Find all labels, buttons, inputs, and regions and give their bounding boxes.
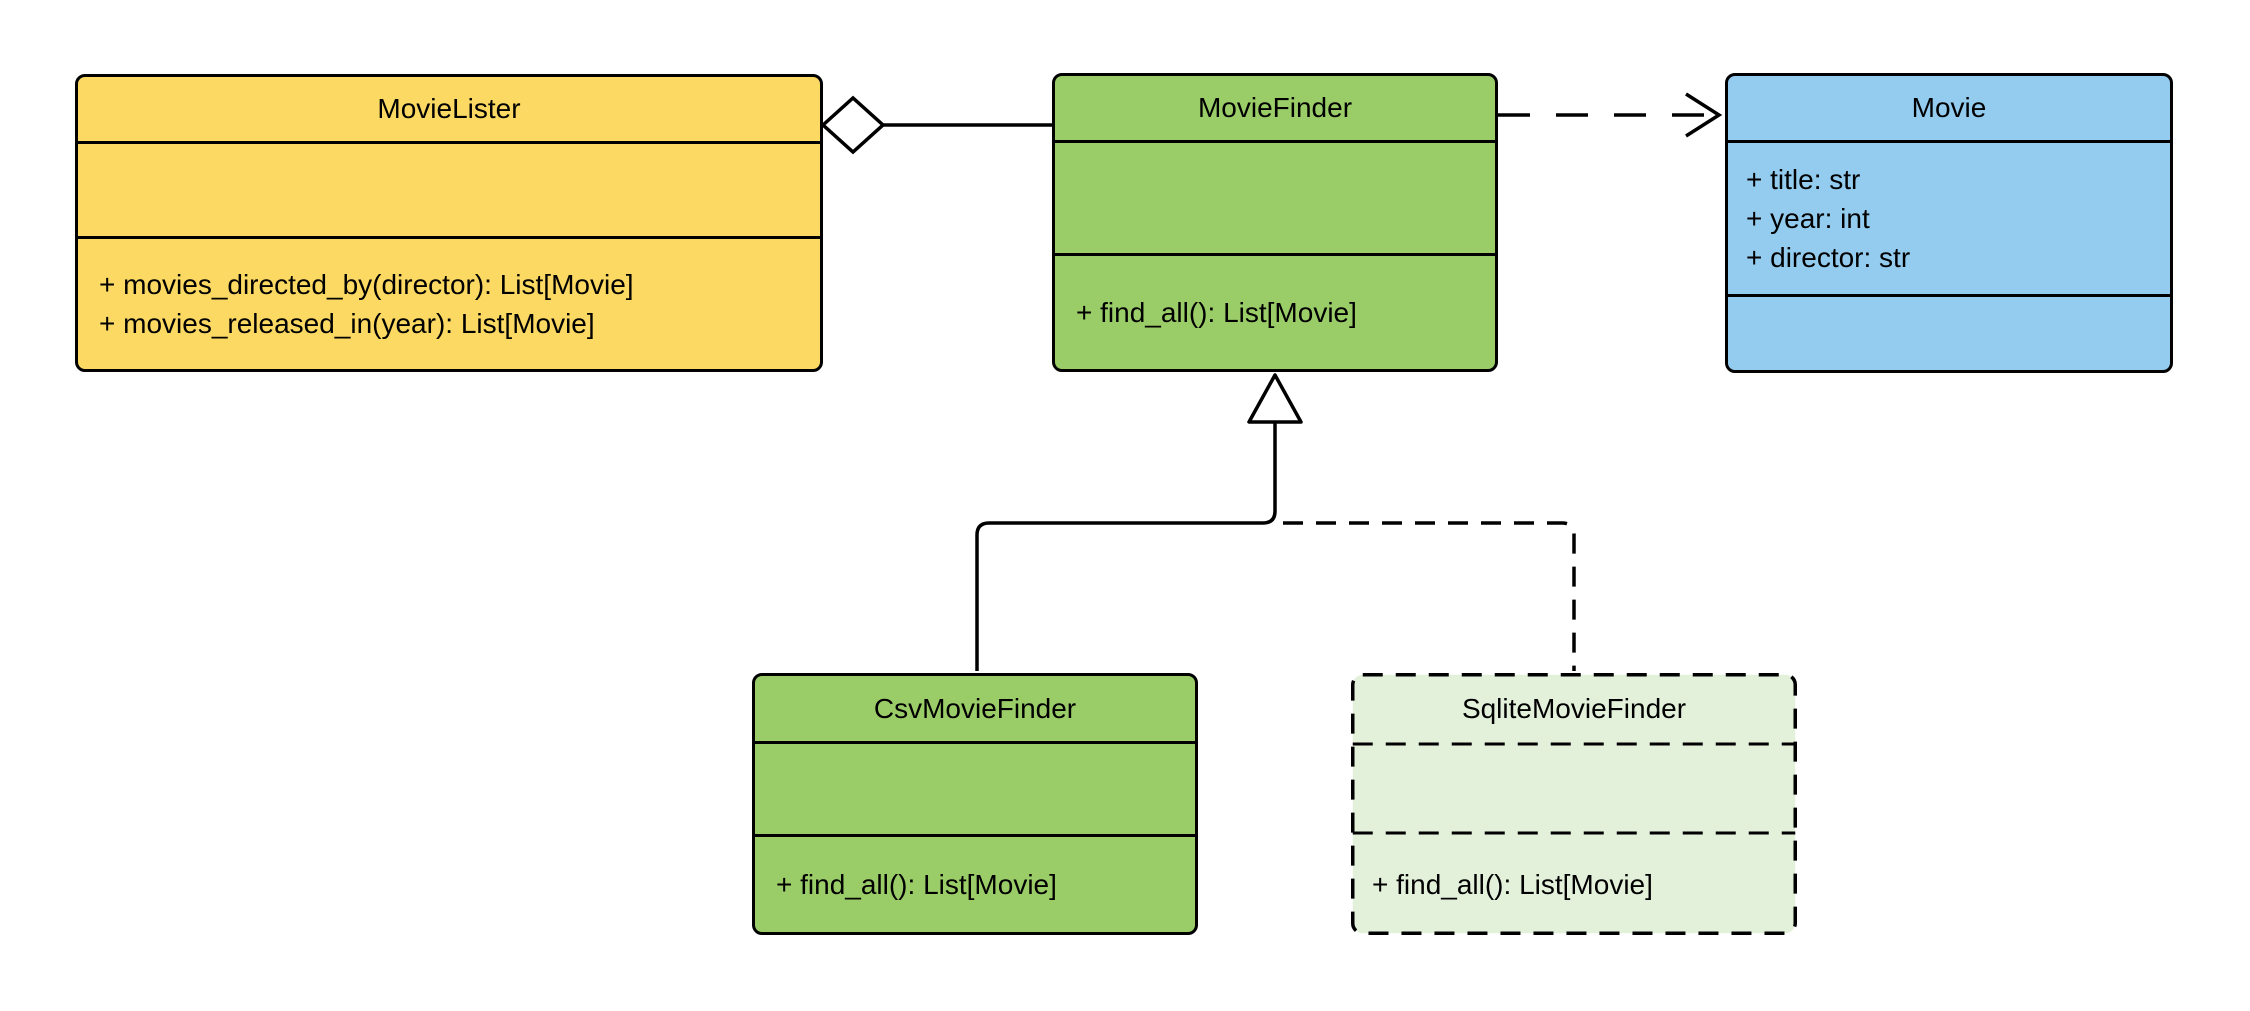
class-box-outline-sqlitemoviefinder xyxy=(1351,673,1797,935)
method-item: + find_all(): List[Movie] xyxy=(776,869,1057,900)
class-attributes-section: + title: str + year: int + director: str xyxy=(1728,143,2170,297)
class-methods-section: + find_all(): List[Movie] xyxy=(755,837,1195,932)
generalization-edge-csv xyxy=(975,373,1303,671)
method-item: + find_all(): List[Movie] xyxy=(1076,297,1357,328)
attribute-item: + year: int xyxy=(1746,203,1870,234)
class-attributes-section xyxy=(1055,143,1495,256)
class-methods-section: + find_all(): List[Movie] xyxy=(1055,256,1495,369)
dependency-arrowhead xyxy=(1685,92,1723,138)
class-methods-section xyxy=(1728,297,2170,370)
class-attributes-section xyxy=(78,144,820,239)
class-box-movie: Movie + title: str + year: int + directo… xyxy=(1725,73,2173,373)
attribute-item: + director: str xyxy=(1746,242,1911,273)
method-item: + movies_released_in(year): List[Movie] xyxy=(99,308,595,339)
class-box-csvmoviefinder: CsvMovieFinder + find_all(): List[Movie] xyxy=(752,673,1198,935)
generalization-edge-sqlite xyxy=(1283,521,1576,671)
class-box-moviefinder: MovieFinder + find_all(): List[Movie] xyxy=(1052,73,1498,372)
class-methods-section: + movies_directed_by(director): List[Mov… xyxy=(78,239,820,369)
class-title: SqliteMovieFinder xyxy=(1461,692,1687,724)
class-attributes-section xyxy=(1351,744,1797,833)
attribute-item: + title: str xyxy=(1746,164,1861,195)
class-box-movielister: MovieLister + movies_directed_by(directo… xyxy=(75,74,823,372)
class-box-sqlitemoviefinder: SqliteMovieFinder + find_all(): List[Mov… xyxy=(1351,673,1797,935)
method-item: + movies_directed_by(director): List[Mov… xyxy=(99,269,634,300)
class-title: MovieLister xyxy=(78,77,820,144)
dependency-edge xyxy=(1498,92,1723,138)
class-title: MovieFinder xyxy=(1055,76,1495,143)
class-methods-section: + find_all(): List[Movie] xyxy=(1351,833,1797,935)
method-item: + find_all(): List[Movie] xyxy=(1372,868,1653,900)
generalization-triangle xyxy=(1247,373,1303,424)
aggregation-diamond xyxy=(820,95,886,155)
class-title: Movie xyxy=(1728,76,2170,143)
aggregation-edge xyxy=(820,95,1052,155)
class-title: CsvMovieFinder xyxy=(755,676,1195,744)
class-attributes-section xyxy=(755,744,1195,837)
